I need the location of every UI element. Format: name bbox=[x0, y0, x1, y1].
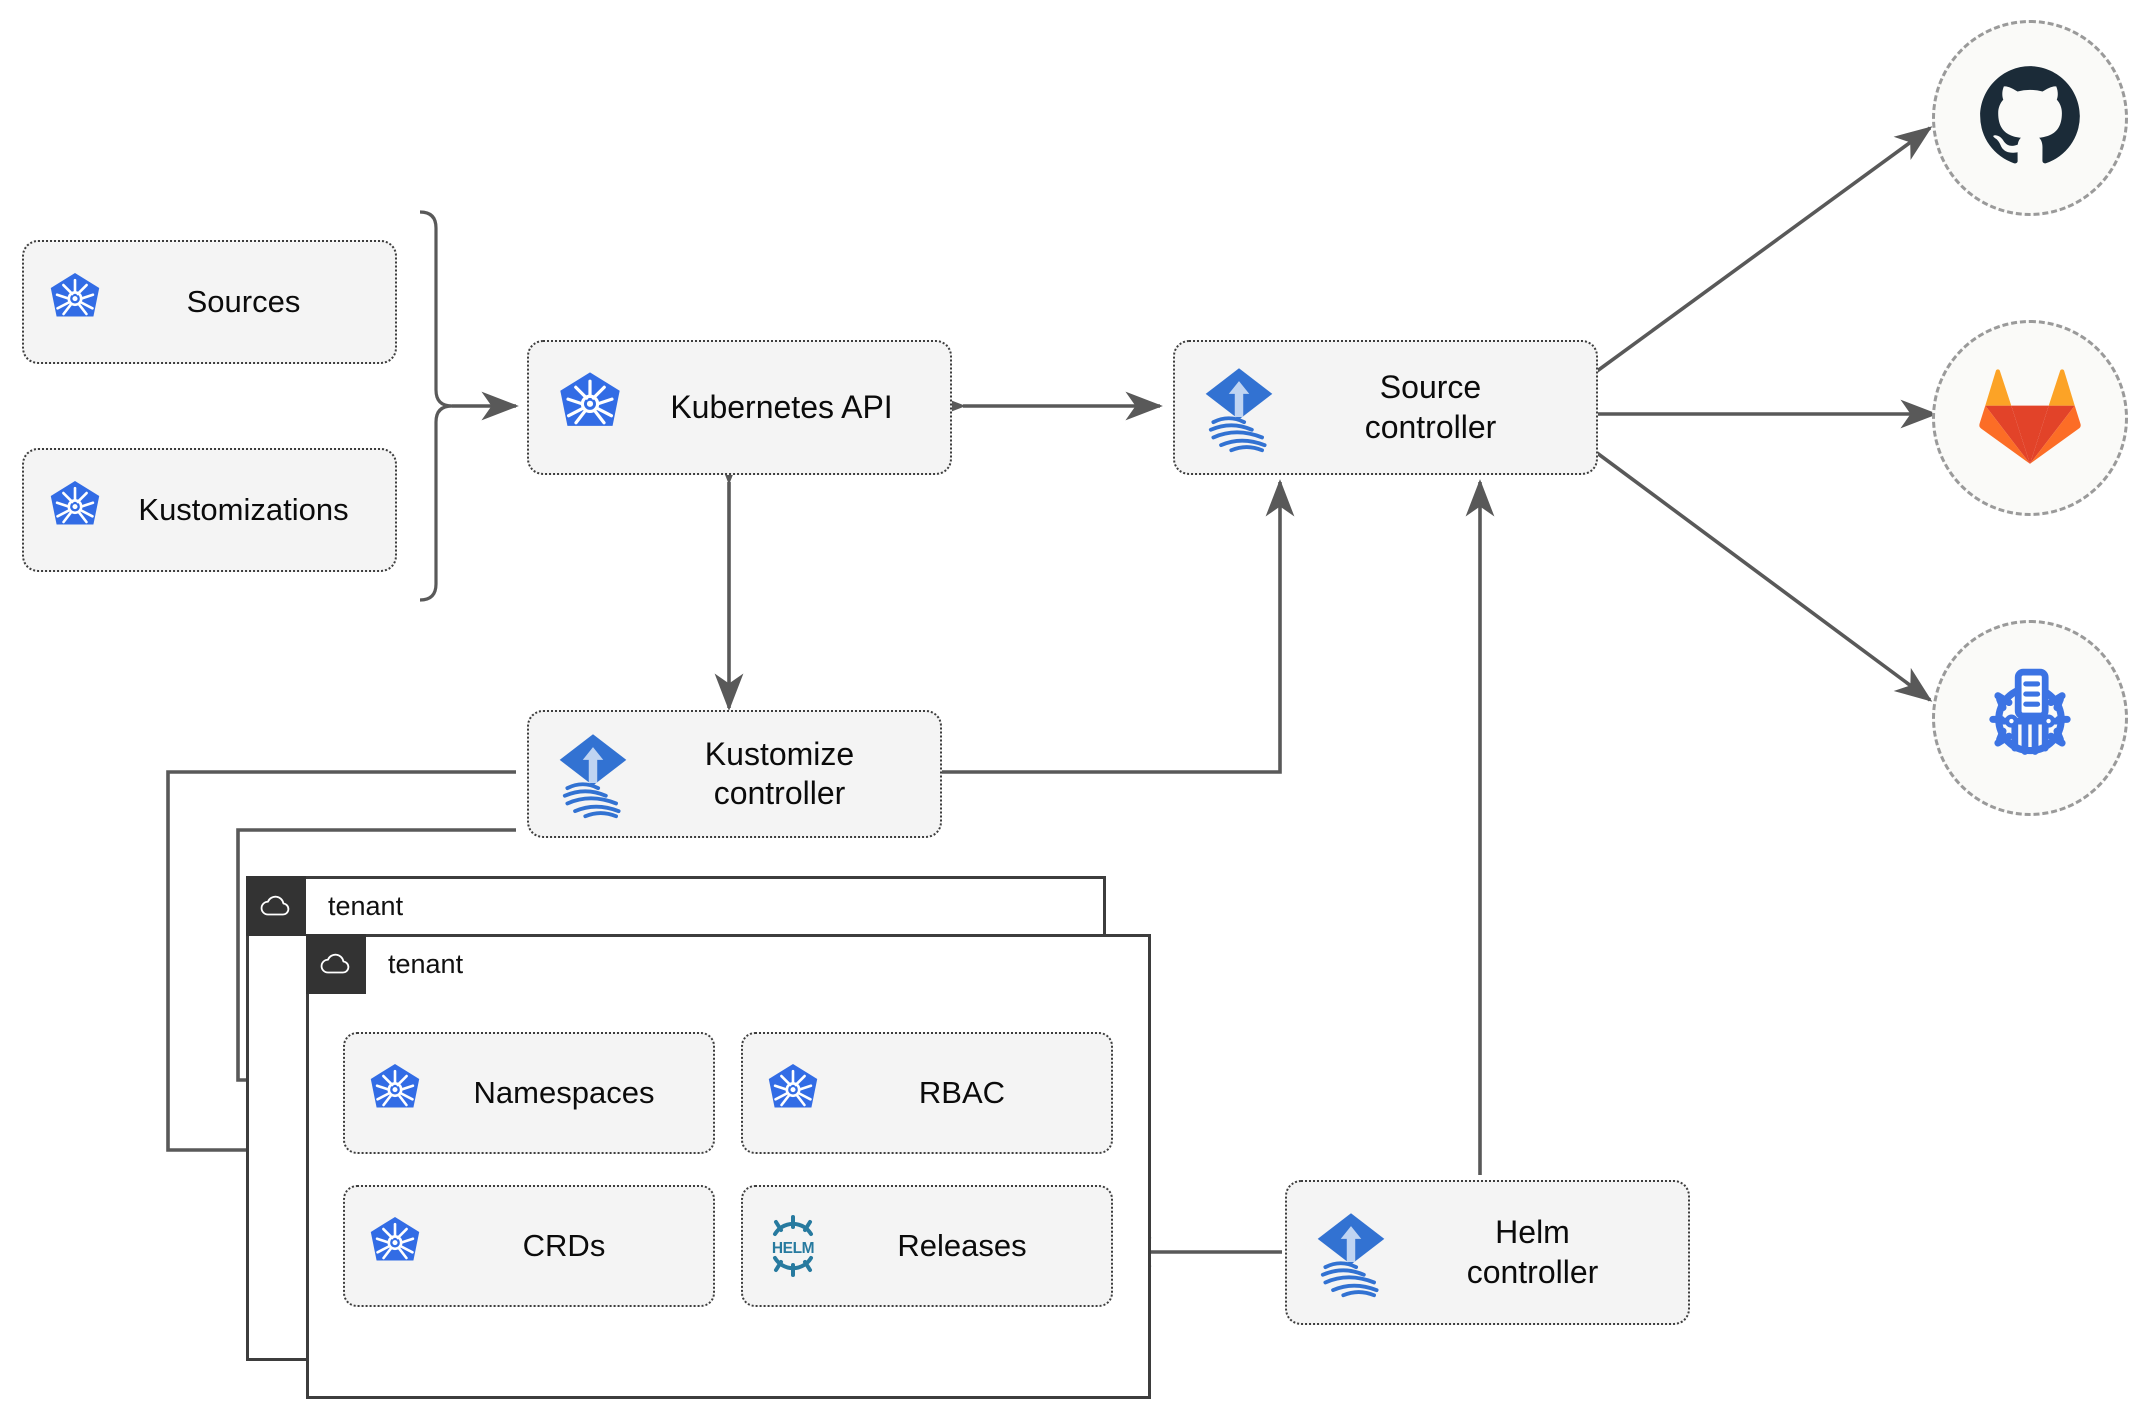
node-label: Helm controller bbox=[1466, 1214, 1599, 1290]
github-icon bbox=[1978, 64, 2082, 173]
node-helm-controller[interactable]: Helm controller bbox=[1285, 1180, 1690, 1325]
node-crds[interactable]: CRDs bbox=[343, 1185, 715, 1307]
gitlab-icon bbox=[1978, 366, 2082, 471]
svg-text:HELM: HELM bbox=[772, 1240, 814, 1257]
flux-icon bbox=[1309, 1207, 1393, 1299]
kubernetes-icon bbox=[363, 1061, 427, 1125]
helm-repository-icon bbox=[1976, 662, 2084, 775]
tenant-label: tenant bbox=[388, 948, 464, 979]
node-label: Kustomizations bbox=[138, 492, 349, 528]
kubernetes-icon bbox=[551, 369, 629, 447]
tenant-header: tenant bbox=[246, 876, 403, 936]
flux-icon bbox=[551, 728, 635, 820]
tenant-header: tenant bbox=[306, 934, 463, 994]
kubernetes-icon bbox=[42, 477, 108, 543]
tenant-frame-inner[interactable]: tenant bbox=[306, 934, 1151, 1399]
node-kustomizations[interactable]: Kustomizations bbox=[22, 448, 397, 572]
node-label: Kubernetes API bbox=[670, 388, 893, 425]
node-label: Releases bbox=[897, 1228, 1027, 1263]
endpoint-gitlab[interactable] bbox=[1932, 320, 2128, 516]
helm-icon: HELM bbox=[761, 1214, 825, 1278]
node-label: RBAC bbox=[918, 1075, 1006, 1110]
edge-kustomize-to-source bbox=[940, 479, 1295, 774]
node-label: Namespaces bbox=[473, 1075, 655, 1110]
node-releases[interactable]: HELM Releases bbox=[741, 1185, 1113, 1307]
endpoint-github[interactable] bbox=[1932, 20, 2128, 216]
node-label: Sources bbox=[186, 284, 301, 320]
kubernetes-icon bbox=[42, 269, 108, 335]
endpoint-helm-repository[interactable] bbox=[1932, 620, 2128, 816]
cloud-icon bbox=[306, 934, 366, 994]
kubernetes-icon bbox=[363, 1214, 427, 1278]
edge-source-to-helm-repository bbox=[1591, 448, 1933, 702]
node-kubernetes-api[interactable]: Kubernetes API bbox=[527, 340, 952, 475]
node-rbac[interactable]: RBAC bbox=[741, 1032, 1113, 1154]
node-namespaces[interactable]: Namespaces bbox=[343, 1032, 715, 1154]
node-label: Kustomize controller bbox=[704, 735, 855, 811]
node-kustomize-controller[interactable]: Kustomize controller bbox=[527, 710, 942, 838]
node-label: CRDs bbox=[522, 1228, 606, 1263]
flux-icon bbox=[1197, 362, 1281, 454]
node-source-controller[interactable]: Source controller bbox=[1173, 340, 1598, 475]
node-sources[interactable]: Sources bbox=[22, 240, 397, 364]
node-label: Source controller bbox=[1364, 369, 1497, 445]
edge-source-to-github bbox=[1591, 126, 1933, 376]
tenant-label: tenant bbox=[328, 890, 404, 921]
kubernetes-icon bbox=[761, 1061, 825, 1125]
group-bracket bbox=[419, 210, 453, 602]
cloud-icon bbox=[246, 876, 306, 936]
